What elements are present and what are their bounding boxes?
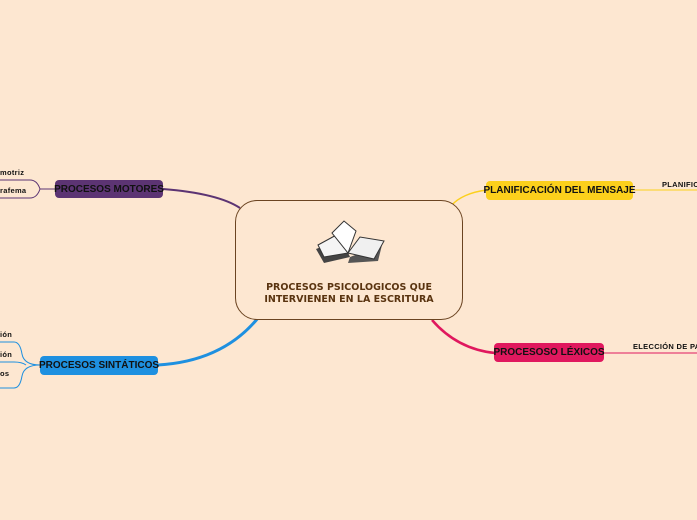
central-topic[interactable]: PROCESOS PSICOLOGICOS QUE INTERVIENEN EN… bbox=[235, 200, 463, 320]
link-motores-child bbox=[0, 179, 55, 199]
link-planificacion bbox=[451, 189, 488, 206]
branch-procesos-sintacticos[interactable]: PROCESOS SINTÁTICOS bbox=[39, 356, 159, 375]
branch-planificacion-del-mensaje[interactable]: PLANIFICACIÓN DEL MENSAJE bbox=[483, 181, 636, 200]
link-motores bbox=[162, 188, 241, 209]
open-book-icon bbox=[316, 220, 385, 263]
subtopic[interactable]: rafema bbox=[0, 186, 27, 195]
central-topic-title: PROCESOS PSICOLOGICOS QUE INTERVIENEN EN… bbox=[264, 282, 434, 305]
branch-procesoso-lexicos[interactable]: PROCESOSO LÉXICOS bbox=[493, 343, 605, 362]
subtopic[interactable]: motriz bbox=[0, 168, 25, 177]
subtopic[interactable]: ión bbox=[0, 330, 13, 339]
link-lexicos bbox=[431, 319, 496, 355]
subtopic[interactable]: ión bbox=[0, 350, 13, 359]
link-sintacticos bbox=[157, 317, 260, 367]
link-sintacticos-child bbox=[0, 341, 41, 389]
subtopic[interactable]: ELECCIÓN DE PA bbox=[633, 342, 697, 351]
subtopic[interactable]: os bbox=[0, 369, 10, 378]
branch-procesos-motores[interactable]: PROCESOS MOTORES bbox=[54, 180, 164, 198]
subtopic[interactable]: PLANIFIC bbox=[662, 180, 697, 189]
